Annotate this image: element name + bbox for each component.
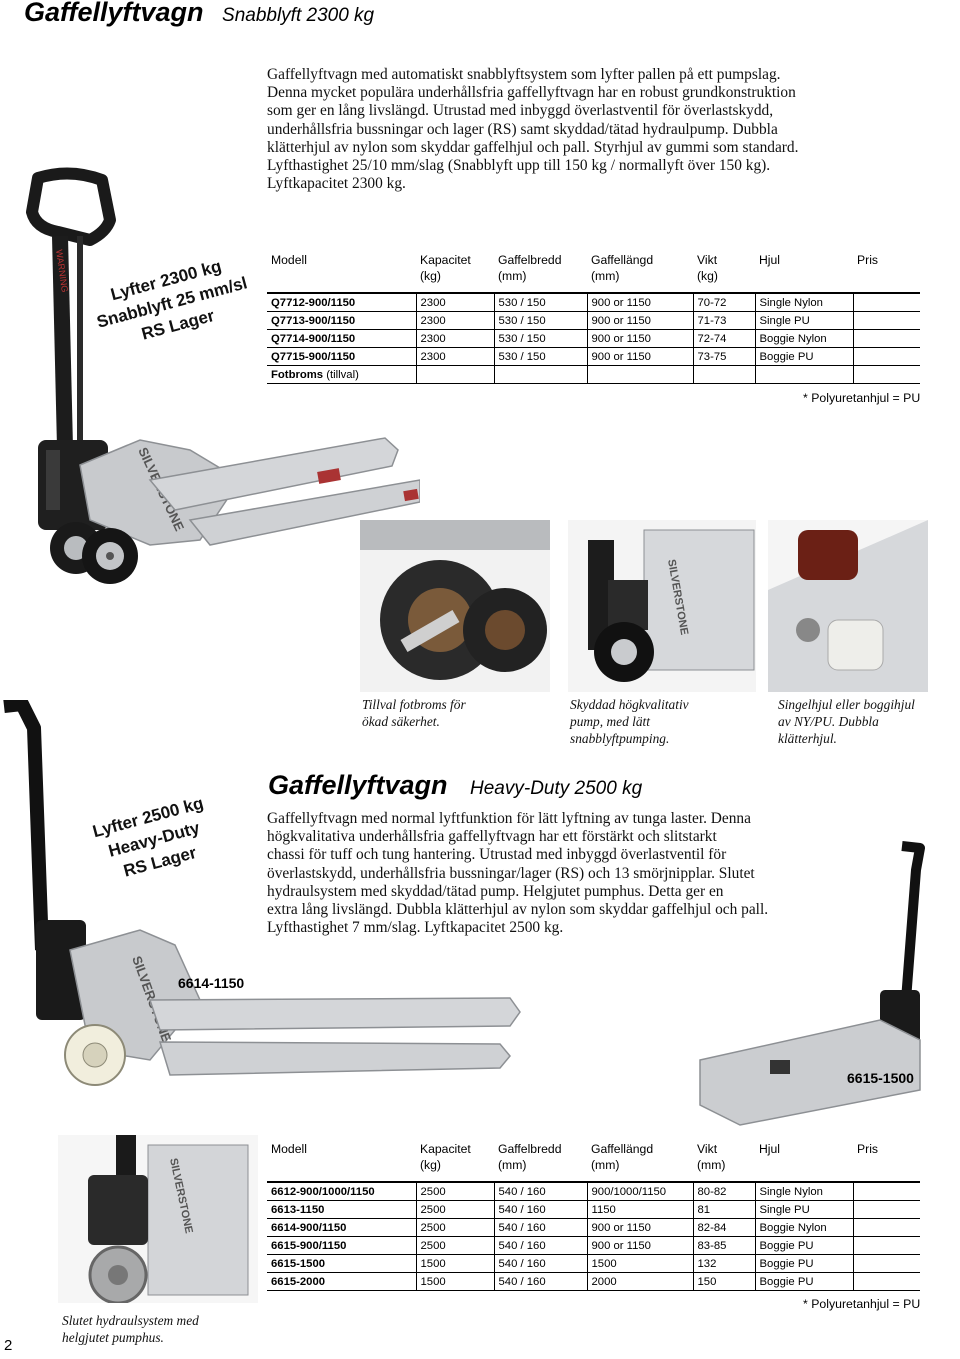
col-header-gaffelbredd: Gaffelbredd(mm)	[498, 253, 562, 283]
wheel-detail-photo	[768, 520, 928, 692]
section2-title: Gaffellyftvagn	[268, 770, 448, 800]
section1-heading: Gaffellyftvagn Snabblyft 2300 kg	[24, 0, 374, 28]
table-header-row: Modell Kapacitet(kg) Gaffelbredd(mm) Gaf…	[267, 1141, 920, 1182]
section1-subtitle: Snabblyft 2300 kg	[222, 5, 375, 26]
section2-subtitle: Heavy-Duty 2500 kg	[470, 778, 643, 799]
description-line: Gaffellyftvagn med automatiskt snabblyft…	[267, 66, 781, 83]
section1-title: Gaffellyftvagn	[24, 0, 204, 27]
description-line: högkvalitativa underhållsfria gaffellyft…	[267, 828, 717, 846]
description-line: underhållsfria bussningar och lager (RS)…	[267, 120, 778, 138]
description-line: hydraulsystem med skyddad/tätad pump. He…	[267, 882, 724, 900]
description-line: överlastskydd, underhållsfria bussningar…	[267, 864, 755, 882]
pump-photo: SILVERSTONE	[568, 520, 756, 692]
heavy-duty-truck-photo-right	[699, 841, 925, 1126]
description-line: Gaffellyftvagn med normal lyftfunktion f…	[267, 810, 751, 827]
col-header-kapacitet: Kapacitet(kg)	[420, 253, 471, 283]
col-header-kapacitet: Kapacitet(kg)	[420, 1142, 471, 1172]
col-header-pris: Pris	[857, 1142, 878, 1156]
col-header-gaffellangd: Gaffellängd(mm)	[591, 1142, 654, 1172]
col-header-gaffellangd: Gaffellängd(mm)	[591, 253, 654, 283]
description-line: klätterhjul av nylon som skyddar gaffelh…	[267, 138, 799, 156]
model-label-6615: 6615-1500	[847, 1070, 914, 1086]
description-line: extra lång livslängd. Dubbla klätterhjul…	[267, 901, 769, 919]
section2-footnote: * Polyuretanhjul = PU	[803, 1297, 921, 1311]
table-row-fotbroms: Fotbroms (tillval)	[267, 365, 920, 384]
section2-heading: Gaffellyftvagn Heavy-Duty 2500 kg	[268, 770, 642, 801]
description-line: Lyfthastighet 25/10 mm/slag (Snabblyft u…	[267, 157, 771, 175]
description-line: som ger en lång livslängd. Utrustad med …	[267, 102, 774, 120]
section1-spec-table: Modell Kapacitet(kg) Gaffelbredd(mm) Gaf…	[267, 252, 920, 384]
description-line: Denna mycket populära underhållsfria gaf…	[267, 84, 796, 102]
section1-description: Gaffellyftvagn med automatiskt snabblyft…	[267, 66, 947, 193]
table-header-row: Modell Kapacitet(kg) Gaffelbredd(mm) Gaf…	[267, 252, 920, 293]
col-header-gaffelbredd: Gaffelbredd(mm)	[498, 1142, 562, 1172]
footbrake-photo	[360, 520, 550, 692]
col-header-vikt: Vikt(mm)	[697, 1142, 726, 1172]
hydraulic-pump-photo: SILVERSTONE	[58, 1135, 258, 1303]
page-number: 2	[4, 1337, 13, 1354]
section1-footnote: * Polyuretanhjul = PU	[803, 391, 921, 405]
col-header-hjul: Hjul	[759, 253, 780, 267]
pallet-truck-photo: WARNING SILVERSTONE	[26, 167, 420, 584]
heavy-duty-truck-photo-left: SILVERSTONE	[3, 700, 521, 1086]
col-header-vikt: Vikt(kg)	[697, 253, 718, 283]
section2-spec-table: Modell Kapacitet(kg) Gaffelbredd(mm) Gaf…	[267, 1141, 920, 1291]
section2-description: Gaffellyftvagn med normal lyftfunktion f…	[267, 810, 947, 937]
model-label-6614: 6614-1150	[178, 975, 245, 991]
description-line: Lyftkapacitet 2300 kg.	[267, 175, 406, 193]
col-header-modell: Modell	[271, 1142, 307, 1156]
col-header-pris: Pris	[857, 253, 878, 267]
description-line: chassi för tuff och tung hantering. Utru…	[267, 846, 727, 864]
col-header-modell: Modell	[271, 253, 307, 267]
col-header-hjul: Hjul	[759, 1142, 780, 1156]
description-line: Lyfthastighet 7 mm/slag. Lyftkapacitet 2…	[267, 919, 564, 937]
